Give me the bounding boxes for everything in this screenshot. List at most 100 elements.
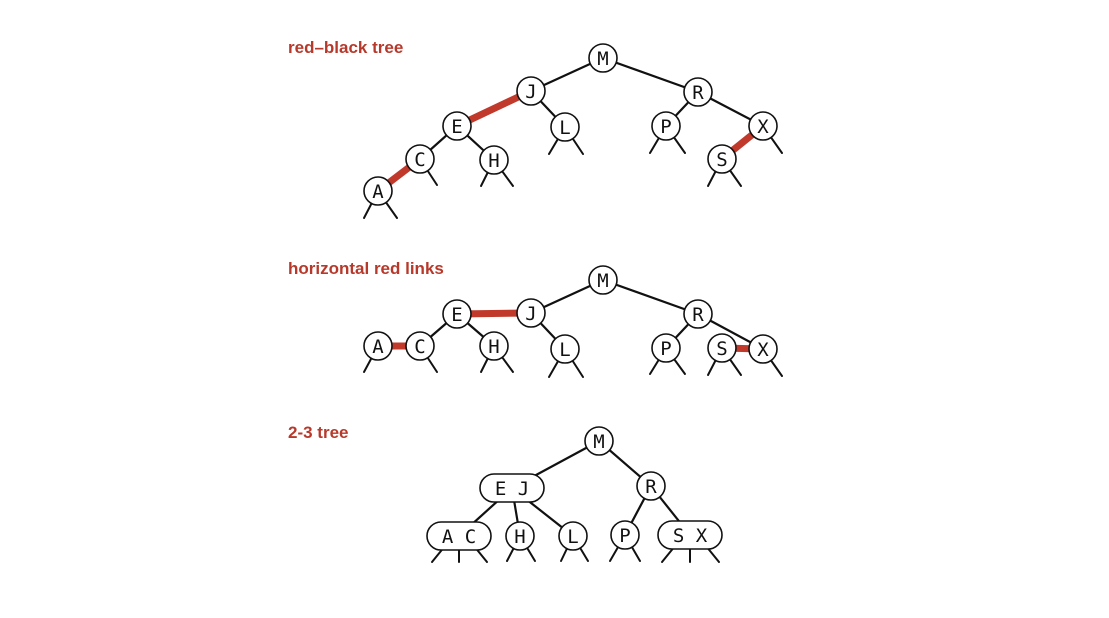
node-l: L xyxy=(558,521,588,551)
node-label: J xyxy=(525,303,536,325)
node-shape xyxy=(405,331,435,361)
node-label: L xyxy=(559,117,570,139)
node-a: A xyxy=(363,176,393,206)
node-label: X xyxy=(757,339,769,361)
node-p: P xyxy=(651,111,681,141)
node-a: A xyxy=(363,331,393,361)
node-sx: S X xyxy=(657,520,723,550)
node-p: P xyxy=(651,333,681,363)
node-label: A xyxy=(372,336,384,358)
node-label: L xyxy=(567,526,578,548)
nodes-layer: M E J R A C H L P S X xyxy=(426,426,723,551)
node-shape xyxy=(707,144,737,174)
node-j: J xyxy=(516,76,546,106)
node-label: C xyxy=(414,336,425,358)
node-m: M xyxy=(588,265,618,295)
node-h: H xyxy=(479,145,509,175)
node-label: X xyxy=(757,116,769,138)
node-label: H xyxy=(488,150,499,172)
node-label: J xyxy=(525,81,536,103)
horizontal-red-links-tree: M E J R A C H L P S X xyxy=(363,265,783,378)
nodes-layer: M E J R A C H L P S X xyxy=(363,265,778,364)
node-shape xyxy=(550,334,580,364)
node-label: H xyxy=(514,526,525,548)
node-label: R xyxy=(692,82,704,104)
node-x: X xyxy=(748,111,778,141)
node-e: E xyxy=(442,299,472,329)
node-shape xyxy=(584,426,614,456)
node-shape xyxy=(683,299,713,329)
node-shape xyxy=(651,333,681,363)
node-shape xyxy=(588,43,618,73)
node-ej: E J xyxy=(479,473,545,503)
node-label: P xyxy=(660,338,671,360)
node-label: E xyxy=(451,304,462,326)
node-label: C xyxy=(414,149,425,171)
node-label: P xyxy=(660,116,671,138)
node-r: R xyxy=(636,471,666,501)
node-l: L xyxy=(550,334,580,364)
node-shape xyxy=(550,112,580,142)
node-s: S xyxy=(707,333,737,363)
node-shape xyxy=(442,111,472,141)
node-h: H xyxy=(479,331,509,361)
title-horizontal-red-links: horizontal red links xyxy=(288,259,444,278)
node-label: M xyxy=(597,270,608,292)
node-shape xyxy=(442,299,472,329)
node-shape xyxy=(505,521,535,551)
node-label: E J xyxy=(495,478,529,500)
node-shape xyxy=(748,111,778,141)
node-label: P xyxy=(619,525,630,547)
node-shape xyxy=(426,521,492,551)
node-m: M xyxy=(588,43,618,73)
node-shape xyxy=(405,144,435,174)
node-label: E xyxy=(451,116,462,138)
node-shape xyxy=(479,331,509,361)
node-label: R xyxy=(645,476,657,498)
node-label: M xyxy=(593,431,604,453)
node-shape xyxy=(588,265,618,295)
node-label: S xyxy=(716,149,727,171)
node-j: J xyxy=(516,298,546,328)
black-link-m-r xyxy=(601,56,700,94)
node-shape xyxy=(610,520,640,550)
node-c: C xyxy=(405,331,435,361)
two-three-tree: M E J R A C H L P S X xyxy=(426,426,723,563)
nodes-layer: M J R E L P X C H S A xyxy=(363,43,778,206)
node-label: L xyxy=(559,339,570,361)
node-x: X xyxy=(748,334,778,364)
node-label: S xyxy=(716,338,727,360)
node-shape xyxy=(516,76,546,106)
node-shape xyxy=(683,77,713,107)
node-e: E xyxy=(442,111,472,141)
node-h: H xyxy=(505,521,535,551)
node-shape xyxy=(479,473,545,503)
node-shape xyxy=(657,520,723,550)
node-shape xyxy=(516,298,546,328)
node-ac: A C xyxy=(426,521,492,551)
node-shape xyxy=(363,176,393,206)
red-black-tree: M J R E L P X C H S A xyxy=(363,43,783,219)
node-label: H xyxy=(488,336,499,358)
node-shape xyxy=(748,334,778,364)
node-label: A C xyxy=(442,526,476,548)
black-link-m-r xyxy=(601,278,700,316)
node-shape xyxy=(558,521,588,551)
node-shape xyxy=(363,331,393,361)
node-shape xyxy=(707,333,737,363)
node-m: M xyxy=(584,426,614,456)
node-s: S xyxy=(707,144,737,174)
node-shape xyxy=(636,471,666,501)
node-shape xyxy=(479,145,509,175)
node-l: L xyxy=(550,112,580,142)
node-r: R xyxy=(683,77,713,107)
node-c: C xyxy=(405,144,435,174)
node-label: M xyxy=(597,48,608,70)
node-label: S X xyxy=(673,525,708,547)
title-2-3-tree: 2-3 tree xyxy=(288,423,348,442)
node-r: R xyxy=(683,299,713,329)
node-shape xyxy=(651,111,681,141)
node-p: P xyxy=(610,520,640,550)
node-label: R xyxy=(692,304,704,326)
